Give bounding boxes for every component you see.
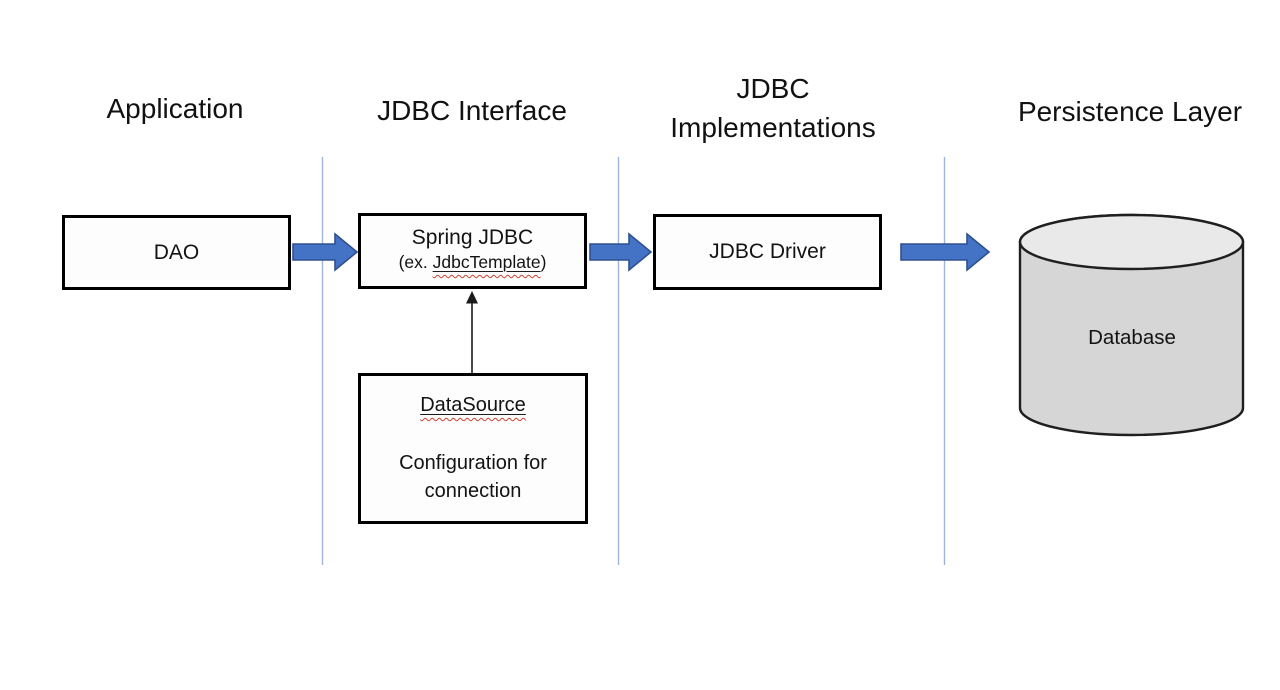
datasource-description: Configuration for connection	[399, 452, 547, 502]
node-spring-jdbc: Spring JDBC (ex. JdbcTemplate)	[358, 213, 587, 289]
header-persistence-layer: Persistence Layer	[1017, 96, 1243, 127]
header-jdbc-implementations: JDBC Implementations	[670, 73, 876, 143]
spring-jdbc-sublabel: (ex. JdbcTemplate)	[399, 251, 547, 274]
datasource-title: DataSource	[420, 392, 526, 418]
connector-arrowhead-icon	[466, 291, 478, 304]
header-application: Application	[106, 93, 244, 124]
arrow-driver-to-database	[900, 232, 991, 272]
spring-jdbc-label: Spring JDBC	[411, 226, 534, 249]
header-jdbc-interface: JDBC Interface	[377, 95, 567, 126]
node-dao: DAO	[62, 215, 291, 290]
arrow-datasource-to-spring-jdbc	[466, 291, 478, 373]
arrow-spring-jdbc-to-driver	[589, 232, 653, 272]
datasource-title-text: DataSource	[420, 394, 526, 416]
cylinder-top	[1018, 213, 1245, 271]
dao-label: DAO	[153, 240, 200, 264]
node-datasource: DataSource Configuration for connection	[358, 373, 588, 524]
arrow-dao-to-spring-jdbc	[292, 232, 359, 272]
spring-jdbc-sublabel-word: JdbcTemplate	[432, 252, 541, 272]
jdbc-driver-label: JDBC Driver	[709, 240, 826, 263]
node-jdbc-driver: JDBC Driver	[653, 214, 882, 290]
spring-jdbc-sublabel-suffix: )	[540, 252, 547, 272]
spring-jdbc-sublabel-prefix: (ex.	[398, 252, 433, 272]
database-label: Database	[1088, 326, 1176, 349]
database-cylinder-icon	[1018, 213, 1245, 437]
